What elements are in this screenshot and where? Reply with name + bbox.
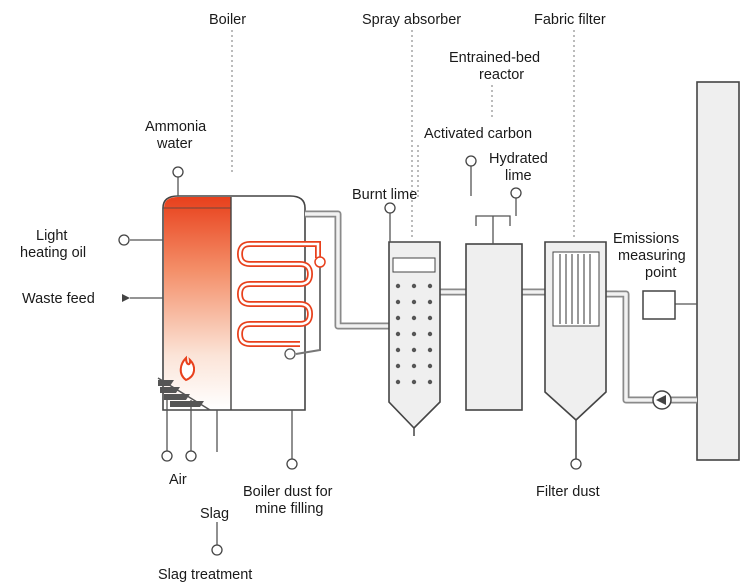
circle-arrow-icon xyxy=(314,256,326,268)
nozzle-icon xyxy=(411,299,417,305)
nozzle-icon xyxy=(411,315,417,321)
circle-arrow-icon xyxy=(118,234,130,246)
label-slag: Slag xyxy=(200,506,229,522)
port-icons xyxy=(118,155,582,556)
filter-bags xyxy=(552,251,600,327)
label-burnt-lime: Burnt lime xyxy=(352,187,417,203)
nozzle-icon xyxy=(427,363,433,369)
nozzle-icon xyxy=(411,331,417,337)
circle-arrow-icon xyxy=(384,202,396,214)
label-point: point xyxy=(645,265,676,281)
nozzle-icon xyxy=(427,315,433,321)
label-reactor: reactor xyxy=(479,67,524,83)
label-filter-dust: Filter dust xyxy=(536,484,600,500)
label-spray-absorber: Spray absorber xyxy=(362,12,461,28)
label-boiler: Boiler xyxy=(209,12,246,28)
circle-arrow-icon xyxy=(172,166,184,178)
circle-arrow-icon xyxy=(211,544,223,556)
nozzle-icon xyxy=(395,315,401,321)
nozzle-icon xyxy=(411,347,417,353)
nozzle-icon xyxy=(395,347,401,353)
fabric-filter xyxy=(544,241,607,460)
emissions-measuring-box xyxy=(642,290,676,320)
label-fabric-filter: Fabric filter xyxy=(534,12,606,28)
nozzle-icon xyxy=(427,283,433,289)
nozzle-icon xyxy=(395,283,401,289)
label-measuring: measuring xyxy=(618,248,686,264)
label-emissions: Emissions xyxy=(613,231,679,247)
label-light: Light xyxy=(36,228,67,244)
grate xyxy=(157,377,211,411)
boiler xyxy=(157,195,326,411)
label-water: water xyxy=(156,136,193,152)
nozzle-icon xyxy=(395,363,401,369)
nozzle-icon xyxy=(427,299,433,305)
label-slag-treatment: Slag treatment xyxy=(158,567,252,583)
circle-arrow-icon xyxy=(284,348,296,360)
label-hydrated: Hydrated xyxy=(489,151,548,167)
label-lime: lime xyxy=(505,168,532,184)
spray-absorber xyxy=(388,241,441,436)
label-boiler-dust: Boiler dust for xyxy=(243,484,333,500)
label-heating-oil: heating oil xyxy=(20,245,86,261)
circle-arrow-icon xyxy=(510,187,522,199)
nozzle-icon xyxy=(411,283,417,289)
nozzle-icon xyxy=(395,331,401,337)
label-activated-carbon: Activated carbon xyxy=(424,126,532,142)
flame-icon xyxy=(179,355,196,382)
circle-arrow-icon xyxy=(570,458,582,470)
label-entrained-bed: Entrained-bed xyxy=(449,50,540,66)
nozzle-icon xyxy=(395,379,401,385)
labels: Boiler Spray absorber Fabric filter Entr… xyxy=(20,12,686,583)
label-air: Air xyxy=(169,472,187,488)
nozzle-icon xyxy=(427,347,433,353)
circle-arrow-icon xyxy=(185,450,197,462)
nozzle-icon xyxy=(395,299,401,305)
nozzle-icon xyxy=(427,379,433,385)
fan-icon xyxy=(652,390,672,410)
nozzle-icon xyxy=(411,363,417,369)
circle-arrow-icon xyxy=(286,458,298,470)
circle-arrow-icon xyxy=(465,155,477,167)
feed-lines xyxy=(130,166,517,548)
label-waste-feed: Waste feed xyxy=(22,291,95,307)
nozzle-icon xyxy=(411,379,417,385)
circle-arrow-icon xyxy=(161,450,173,462)
waste-feed-arrow-icon xyxy=(122,294,130,302)
stack xyxy=(696,81,740,461)
label-mine-filling: mine filling xyxy=(255,501,324,517)
label-ammonia: Ammonia xyxy=(145,119,207,135)
entrained-bed-reactor xyxy=(465,215,523,411)
spray-nozzles xyxy=(395,283,433,385)
nozzle-icon xyxy=(427,331,433,337)
leader-lines xyxy=(231,30,575,240)
